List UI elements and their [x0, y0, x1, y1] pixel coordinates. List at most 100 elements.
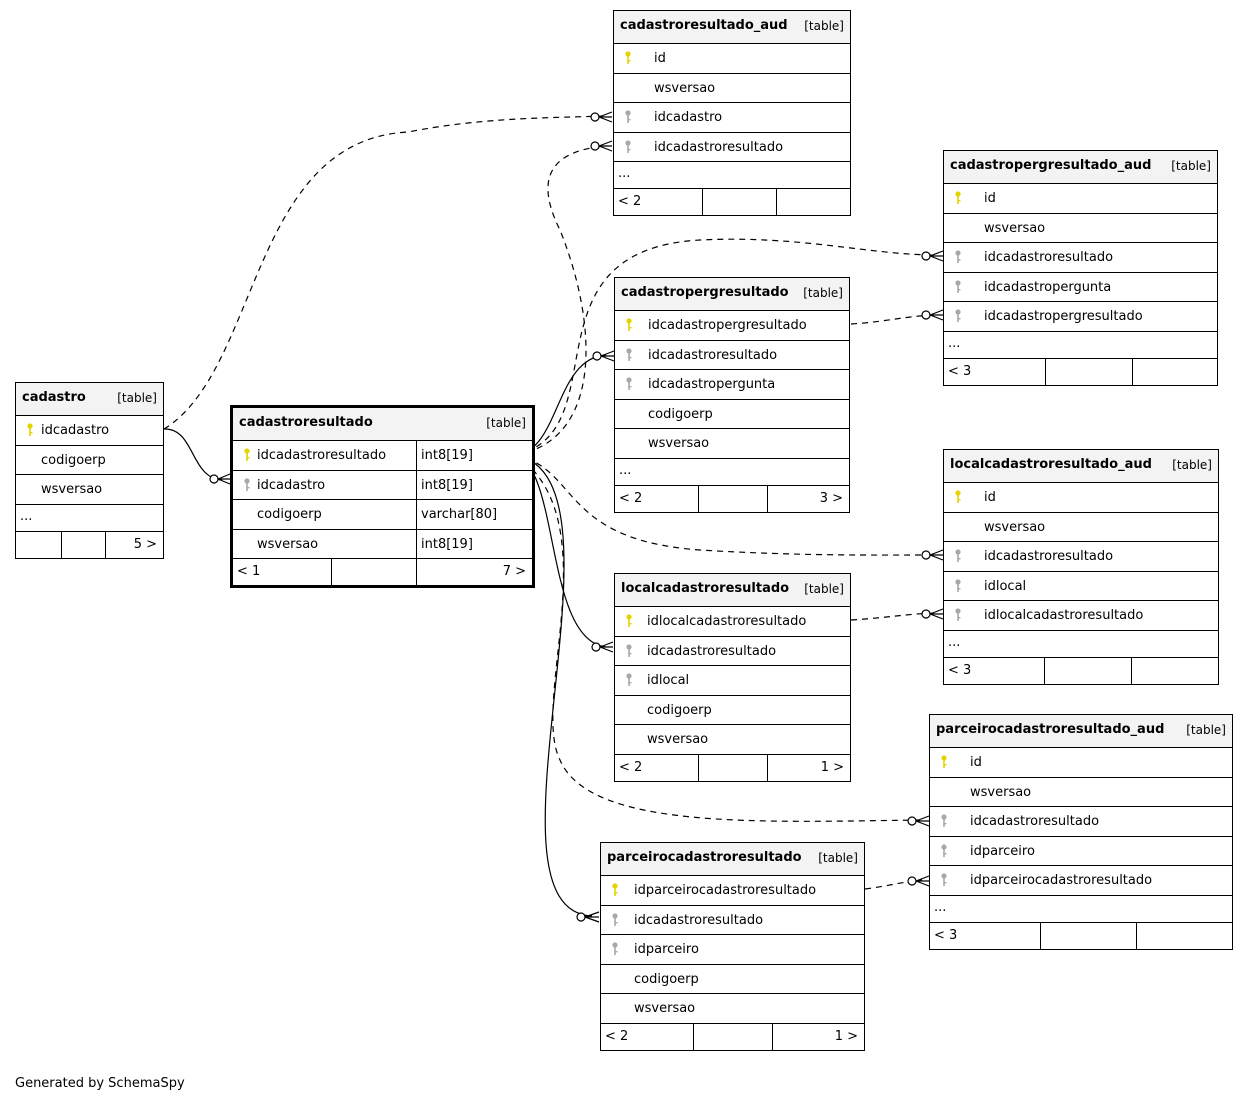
column-name: idcadastro — [41, 423, 110, 438]
table-type: [table] — [117, 391, 157, 405]
table-cadastroresultado_aud[interactable]: cadastroresultado_aud [table] id wsversa… — [613, 10, 851, 216]
table-header: localcadastroresultado [table] — [615, 574, 850, 607]
column-row: idparceirocadastroresultado — [930, 866, 1232, 896]
table-name: parceirocadastroresultado_aud — [936, 722, 1165, 737]
table-name: localcadastroresultado — [621, 581, 790, 596]
column-name: wsversao — [654, 80, 716, 96]
edge-cadastroresultado-localcadastroresultado_aud — [515, 454, 937, 556]
column-name: idcadastropergunta — [648, 377, 776, 392]
table-footer: < 2 — [614, 189, 850, 215]
foreign-key-icon — [955, 309, 961, 322]
column-type: int8[19] — [421, 477, 473, 493]
column-row: idcadastroresultado — [944, 542, 1218, 572]
column-type: int8[19] — [421, 448, 473, 463]
child-count: 5 > — [133, 536, 157, 552]
column-type: varchar[80] — [421, 507, 498, 522]
table-name: cadastroresultado — [239, 415, 373, 430]
more-columns: ... — [944, 631, 1218, 658]
child-count: 1 > — [834, 1028, 858, 1044]
foreign-key-icon — [612, 912, 618, 926]
foreign-key-icon — [626, 673, 632, 686]
foreign-key-icon — [626, 377, 632, 390]
primary-key-icon — [626, 318, 632, 331]
ellipsis-text: ... — [934, 899, 947, 915]
table-type: [table] — [1186, 723, 1226, 737]
column-name: wsversao — [984, 519, 1046, 535]
table-cadastro[interactable]: cadastro [table] idcadastro codigoerp ws… — [15, 382, 164, 559]
more-columns: ... — [615, 459, 849, 486]
table-type: [table] — [803, 286, 843, 300]
table-footer: 5 > — [16, 531, 163, 558]
foreign-key-icon — [625, 139, 631, 153]
table-header: cadastropergresultado_aud [table] — [944, 151, 1217, 184]
column-row: idcadastroresultado — [614, 133, 850, 162]
primary-key-icon — [27, 423, 33, 436]
column-name: wsversao — [257, 536, 319, 552]
column-row: idcadastropergunta — [944, 273, 1217, 302]
table-name: parceirocadastroresultado — [607, 850, 802, 865]
endpoint-aud-idcadastroresultado — [590, 140, 613, 152]
column-name: wsversao — [41, 482, 103, 497]
column-name: idcadastro — [654, 110, 723, 125]
table-parceirocadastroresultado_aud[interactable]: parceirocadastroresultado_aud [table] id… — [929, 714, 1233, 950]
table-cadastropergresultado_aud[interactable]: cadastropergresultado_aud [table] id wsv… — [943, 150, 1218, 386]
column-name: idcadastropergresultado — [984, 309, 1143, 324]
column-row: idcadastroresultado — [944, 243, 1217, 273]
endpoint-cadastroresultado-idcadastro — [209, 473, 231, 485]
generated-by-note: Generated by SchemaSpy — [15, 1076, 185, 1091]
edge-parceirocadastroresultado-parceirocadastroresultado_aud — [864, 879, 923, 890]
column-name: idlocalcadastroresultado — [984, 608, 1144, 623]
table-header: parceirocadastroresultado [table] — [601, 843, 864, 876]
table-header: cadastroresultado [table] — [233, 408, 532, 441]
column-row: id — [614, 44, 850, 74]
column-row: wsversao — [930, 778, 1232, 807]
column-row: codigoerp — [615, 696, 850, 725]
table-cadastroresultado[interactable]: cadastroresultado [table] idcadastroresu… — [230, 405, 535, 588]
foreign-key-icon — [941, 843, 947, 857]
table-type: [table] — [486, 416, 526, 430]
column-name: idcadastroresultado — [984, 250, 1114, 265]
table-header: localcadastroresultado_aud [table] — [944, 450, 1218, 483]
endpoint-pcra-idparceirocadastroresultado — [907, 875, 930, 887]
column-row: idcadastroresultado — [615, 637, 850, 666]
column-name: wsversao — [647, 732, 709, 747]
foreign-key-icon — [955, 549, 961, 562]
parent-count: < 1 — [237, 564, 261, 579]
column-row: wsversao — [944, 513, 1218, 542]
column-row: idcadastropergresultado — [615, 311, 849, 341]
table-localcadastroresultado[interactable]: localcadastroresultado [table] idlocalca… — [614, 573, 851, 782]
column-row: id — [930, 748, 1232, 778]
endpoint-lcr-idcadastroresultado — [591, 641, 614, 653]
table-footer: < 1 7 > — [233, 559, 532, 585]
column-row: idcadastro — [614, 103, 850, 133]
table-footer: < 2 1 > — [601, 1023, 864, 1050]
table-localcadastroresultado_aud[interactable]: localcadastroresultado_aud [table] id ws… — [943, 449, 1219, 685]
column-name: idcadastroresultado — [970, 814, 1100, 829]
more-columns: ... — [614, 162, 850, 189]
child-count: 3 > — [819, 490, 843, 506]
column-name: idcadastroresultado — [647, 643, 777, 659]
parent-count: < 3 — [934, 927, 958, 943]
primary-key-icon — [941, 755, 947, 768]
table-type: [table] — [1172, 458, 1212, 472]
endpoint-lcra-idcadastroresultado — [921, 549, 944, 561]
column-name: idcadastroresultado — [648, 347, 778, 363]
primary-key-icon — [244, 448, 250, 461]
table-parceirocadastroresultado[interactable]: parceirocadastroresultado [table] idparc… — [600, 842, 865, 1051]
table-name: cadastro — [22, 390, 86, 405]
column-name: codigoerp — [41, 452, 106, 468]
table-cadastropergresultado[interactable]: cadastropergresultado [table] idcadastro… — [614, 277, 850, 513]
foreign-key-icon — [244, 477, 250, 491]
column-name: id — [970, 755, 982, 770]
table-name: cadastropergresultado — [621, 285, 789, 300]
foreign-key-icon — [626, 643, 632, 657]
foreign-key-icon — [941, 873, 947, 886]
column-row: idcadastroresultado — [601, 906, 864, 935]
table-footer: < 2 1 > — [615, 754, 850, 781]
edge-cadastroresultado-cadastroresultado_aud — [515, 145, 607, 456]
foreign-key-icon — [625, 110, 631, 123]
column-row: idcadastroresultado — [930, 807, 1232, 837]
table-name: localcadastroresultado_aud — [950, 457, 1152, 472]
table-footer: < 2 3 > — [615, 485, 849, 512]
column-type: int8[19] — [421, 536, 473, 552]
